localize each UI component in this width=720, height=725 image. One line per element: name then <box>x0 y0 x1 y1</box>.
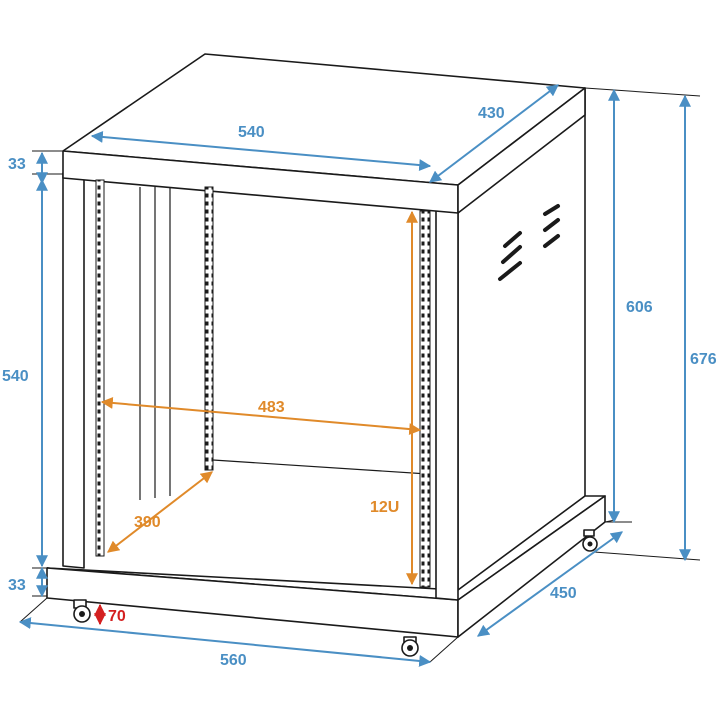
dim-line-top-width <box>90 130 432 172</box>
front-right-rail <box>419 210 431 588</box>
label-rail-width: 483 <box>258 399 285 416</box>
label-base-depth: 450 <box>550 585 577 602</box>
left-front-post <box>62 172 85 569</box>
label-bottom-thickness: 33 <box>8 577 26 594</box>
label-inner-depth: 390 <box>134 514 161 531</box>
cabinet-body <box>46 53 606 657</box>
orange-dimensions <box>100 210 422 586</box>
dim-line-inner-depth <box>107 471 213 553</box>
label-caster-height: 70 <box>108 608 126 625</box>
label-side-height: 606 <box>626 299 653 316</box>
blue-dimensions <box>18 84 691 667</box>
right-front-post <box>435 208 459 601</box>
caster-back-right <box>582 529 598 552</box>
caster-front-left <box>73 599 91 623</box>
dimension-labels: 540 430 33 540 33 606 676 560 450 483 39… <box>2 105 717 669</box>
label-inner-height: 540 <box>2 368 29 385</box>
dim-line-top-depth <box>429 84 559 183</box>
label-top-depth: 430 <box>478 105 505 122</box>
dim-line-base-depth <box>477 531 623 637</box>
label-top-thickness: 33 <box>8 156 26 173</box>
front-left-rail <box>95 179 105 557</box>
side-vents <box>498 204 560 281</box>
dim-line-rail-width <box>100 396 422 436</box>
label-rack-units: 12U <box>370 499 399 516</box>
inner-floor-line <box>212 459 429 475</box>
label-base-width: 560 <box>220 652 247 669</box>
dim-line-base-width <box>18 617 432 667</box>
label-total-height: 676 <box>690 351 717 368</box>
caster-front-right <box>401 636 419 657</box>
label-top-width: 540 <box>238 124 265 141</box>
rear-left-rail <box>204 186 214 471</box>
